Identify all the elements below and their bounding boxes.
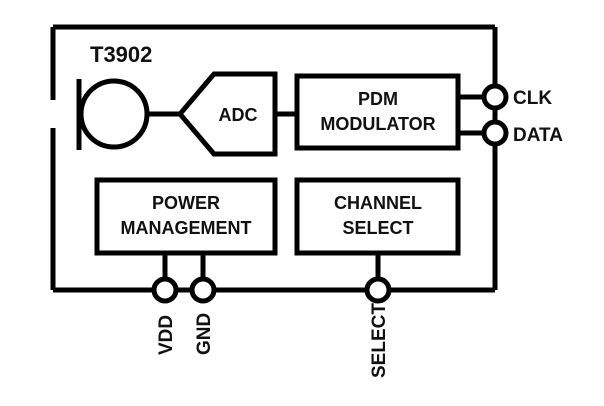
pin-pad-vdd[interactable] — [151, 276, 179, 304]
block-pdm-modulator: PDM MODULATOR — [294, 73, 461, 151]
pin-pad-clk[interactable] — [481, 83, 509, 111]
pin-pads — [151, 83, 509, 304]
pdm-modulator-label-line1: PDM — [358, 89, 398, 109]
pin-label-gnd: GND — [194, 313, 215, 355]
pin-label-vdd: VDD — [156, 315, 177, 355]
channel-select-label-line2: SELECT — [342, 218, 413, 238]
adc-block-shape — [176, 71, 278, 157]
pin-pad-select[interactable] — [364, 276, 392, 304]
block-adc: ADC — [176, 71, 278, 157]
power-management-label-line1: POWER — [152, 193, 220, 213]
block-power-management: POWER MANAGEMENT — [94, 177, 278, 256]
pdm-modulator-label-line2: MODULATOR — [320, 114, 435, 134]
block-channel-select: CHANNEL SELECT — [294, 177, 461, 256]
pin-label-data: DATA — [513, 125, 563, 146]
power-management-block-rect — [94, 177, 278, 256]
chip-outline — [50, 24, 498, 293]
power-management-label-line2: MANAGEMENT — [121, 218, 252, 238]
pin-pad-data[interactable] — [481, 119, 509, 147]
channel-select-block-rect — [294, 177, 461, 256]
adc-block-label: ADC — [219, 105, 258, 125]
microphone-symbol — [76, 78, 150, 150]
pdm-modulator-block-rect — [294, 73, 461, 151]
chip-title: T3902 — [90, 42, 152, 67]
microphone-diaphragm-circle — [78, 78, 150, 150]
pin-label-select: SELECT — [369, 303, 390, 378]
channel-select-label-line1: CHANNEL — [334, 193, 422, 213]
pin-pad-gnd[interactable] — [189, 276, 217, 304]
pin-label-clk: CLK — [513, 88, 552, 109]
